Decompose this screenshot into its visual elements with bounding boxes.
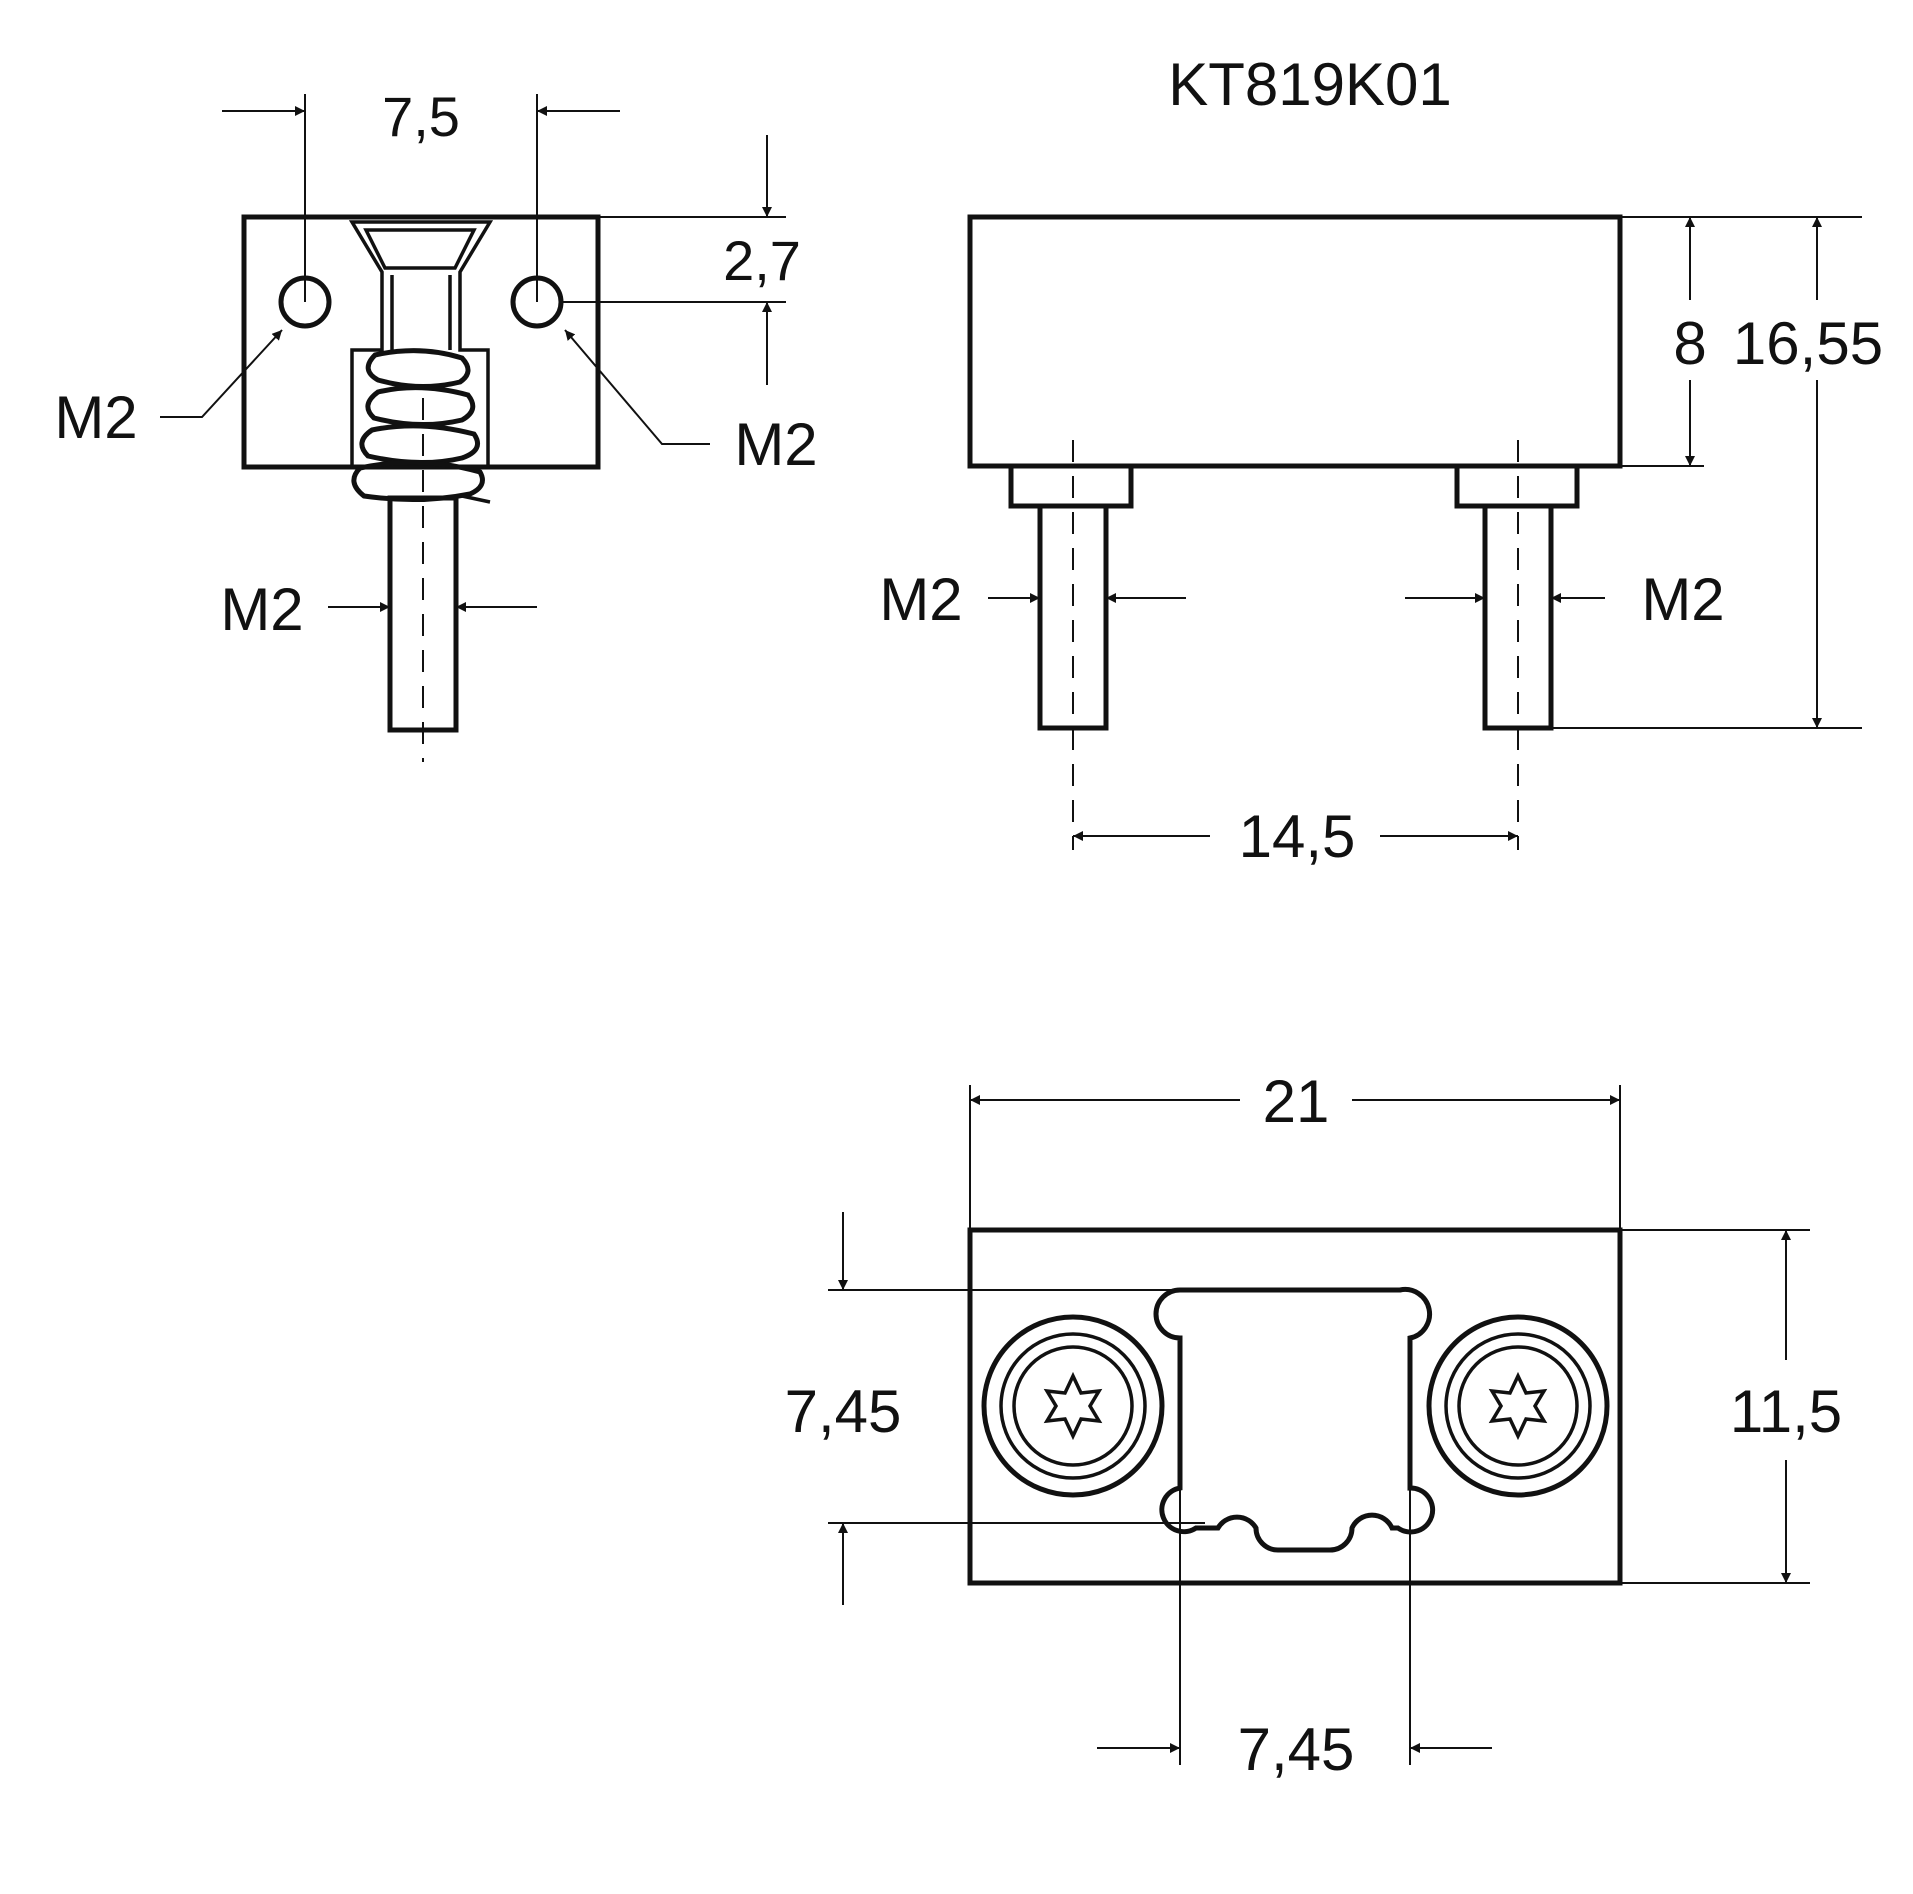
section-body bbox=[241, 214, 601, 470]
part-number-title: KT819K01 bbox=[1168, 51, 1452, 118]
thread-label-pin: M2 bbox=[220, 576, 303, 643]
section-view bbox=[160, 94, 786, 762]
thread-label-left: M2 bbox=[54, 384, 137, 451]
section-cavity bbox=[348, 220, 494, 469]
spring bbox=[351, 348, 491, 504]
top-body bbox=[967, 1227, 1623, 1586]
front-body bbox=[967, 214, 1623, 469]
dim-body-height: 8 bbox=[1673, 310, 1706, 377]
top-view bbox=[828, 1085, 1810, 1765]
front-view bbox=[967, 214, 1862, 850]
front-thread-left: M2 bbox=[879, 566, 962, 633]
dim-window-width: 7,45 bbox=[1238, 1716, 1355, 1783]
dim-section-width: 7,5 bbox=[382, 85, 460, 148]
dim-pin-spacing: 14,5 bbox=[1239, 803, 1356, 870]
front-thread-right: M2 bbox=[1641, 566, 1724, 633]
dim-top-width: 21 bbox=[1263, 1068, 1330, 1135]
thread-label-right: M2 bbox=[734, 411, 817, 478]
contact-window bbox=[1153, 1287, 1436, 1553]
torx-screw-right bbox=[1426, 1314, 1610, 1498]
dim-window-height: 7,45 bbox=[785, 1378, 902, 1445]
torx-screw-left bbox=[981, 1314, 1165, 1498]
dim-total-height: 16,55 bbox=[1733, 310, 1883, 377]
dim-top-height: 11,5 bbox=[1730, 1378, 1842, 1445]
dim-hole-offset: 2,7 bbox=[723, 229, 801, 292]
